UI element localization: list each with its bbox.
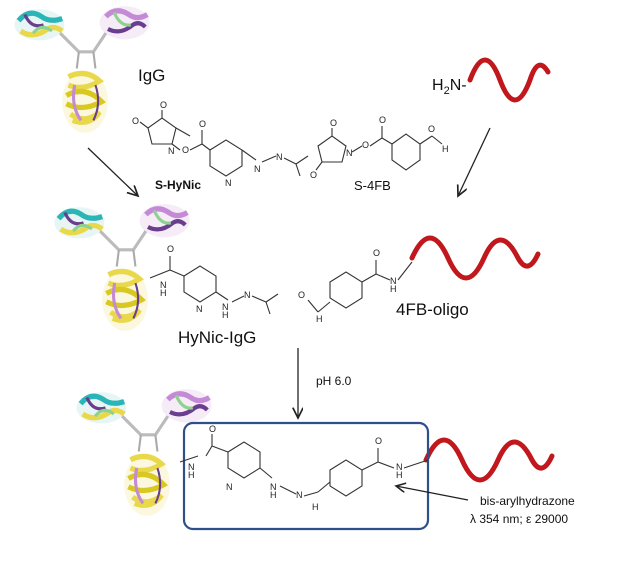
- s-4fb-structure: O O N O O H O: [310, 115, 449, 180]
- svg-text:H: H: [312, 502, 319, 512]
- svg-text:H: H: [270, 490, 277, 500]
- oligo-wave-bottom: [423, 437, 555, 483]
- amine-label: H2N-: [432, 77, 467, 97]
- arrow-amine-to-4fb: [458, 127, 491, 196]
- s-4fb-label: S-4FB: [354, 178, 391, 193]
- svg-text:O: O: [160, 100, 167, 110]
- svg-text:N: N: [270, 482, 277, 492]
- ph-label: pH 6.0: [316, 374, 352, 388]
- s-hynic-structure: O O N O O N N N: [132, 100, 309, 188]
- hynic-igg-structure: O N H N N H N: [149, 244, 279, 320]
- igg-antibody-image: [14, 6, 149, 133]
- svg-text:N: N: [276, 152, 283, 162]
- conjugate-antibody-image: [76, 389, 211, 516]
- 4fb-oligo-label: 4FB-oligo: [396, 300, 469, 319]
- lambda-label: λ 354 nm; ε 29000: [470, 512, 569, 526]
- svg-text:N: N: [188, 462, 195, 472]
- svg-text:N: N: [254, 164, 261, 174]
- hynic-igg-label: HyNic-IgG: [178, 328, 257, 347]
- svg-text:N: N: [168, 146, 175, 156]
- svg-text:H: H: [396, 470, 403, 480]
- oligo-wave-top: [467, 57, 551, 103]
- svg-text:O: O: [375, 436, 382, 446]
- bis-arylhydrazone-structure: N H O N N H N H O N H: [179, 424, 429, 512]
- svg-text:H: H: [160, 288, 167, 298]
- svg-text:N: N: [222, 302, 229, 312]
- svg-text:N: N: [160, 280, 167, 290]
- product-box: [182, 421, 430, 531]
- svg-text:N: N: [296, 490, 303, 500]
- svg-text:O: O: [167, 244, 174, 254]
- arrow-igg-to-hynic: [87, 147, 138, 196]
- svg-text:N: N: [396, 462, 403, 472]
- svg-text:O: O: [310, 170, 317, 180]
- svg-text:N: N: [225, 178, 232, 188]
- svg-text:O: O: [379, 115, 386, 125]
- svg-text:O: O: [330, 118, 337, 128]
- svg-text:H: H: [188, 470, 195, 480]
- svg-text:O: O: [182, 145, 189, 155]
- svg-text:O: O: [428, 124, 435, 134]
- svg-text:N: N: [196, 304, 203, 314]
- bisaryl-label: bis-arylhydrazone: [480, 494, 575, 508]
- svg-text:N: N: [390, 276, 397, 286]
- svg-text:O: O: [362, 140, 369, 150]
- svg-text:H: H: [390, 284, 397, 294]
- 4fb-oligo-structure: O H O N H: [298, 248, 413, 324]
- svg-text:H: H: [442, 144, 449, 154]
- svg-text:O: O: [373, 248, 380, 258]
- svg-text:O: O: [298, 290, 305, 300]
- callout-arrow: [396, 486, 469, 501]
- s-hynic-label: S-HyNic: [155, 178, 202, 192]
- oligo-wave-middle: [409, 235, 541, 281]
- hynic-igg-antibody-image: [54, 204, 189, 331]
- svg-text:O: O: [199, 119, 206, 129]
- svg-text:N: N: [226, 482, 233, 492]
- svg-text:N: N: [244, 290, 251, 300]
- igg-label: IgG: [138, 66, 166, 85]
- svg-text:N: N: [346, 148, 353, 158]
- svg-text:H: H: [316, 314, 323, 324]
- svg-text:O: O: [209, 424, 216, 434]
- svg-text:O: O: [132, 116, 139, 126]
- svg-text:H: H: [222, 310, 229, 320]
